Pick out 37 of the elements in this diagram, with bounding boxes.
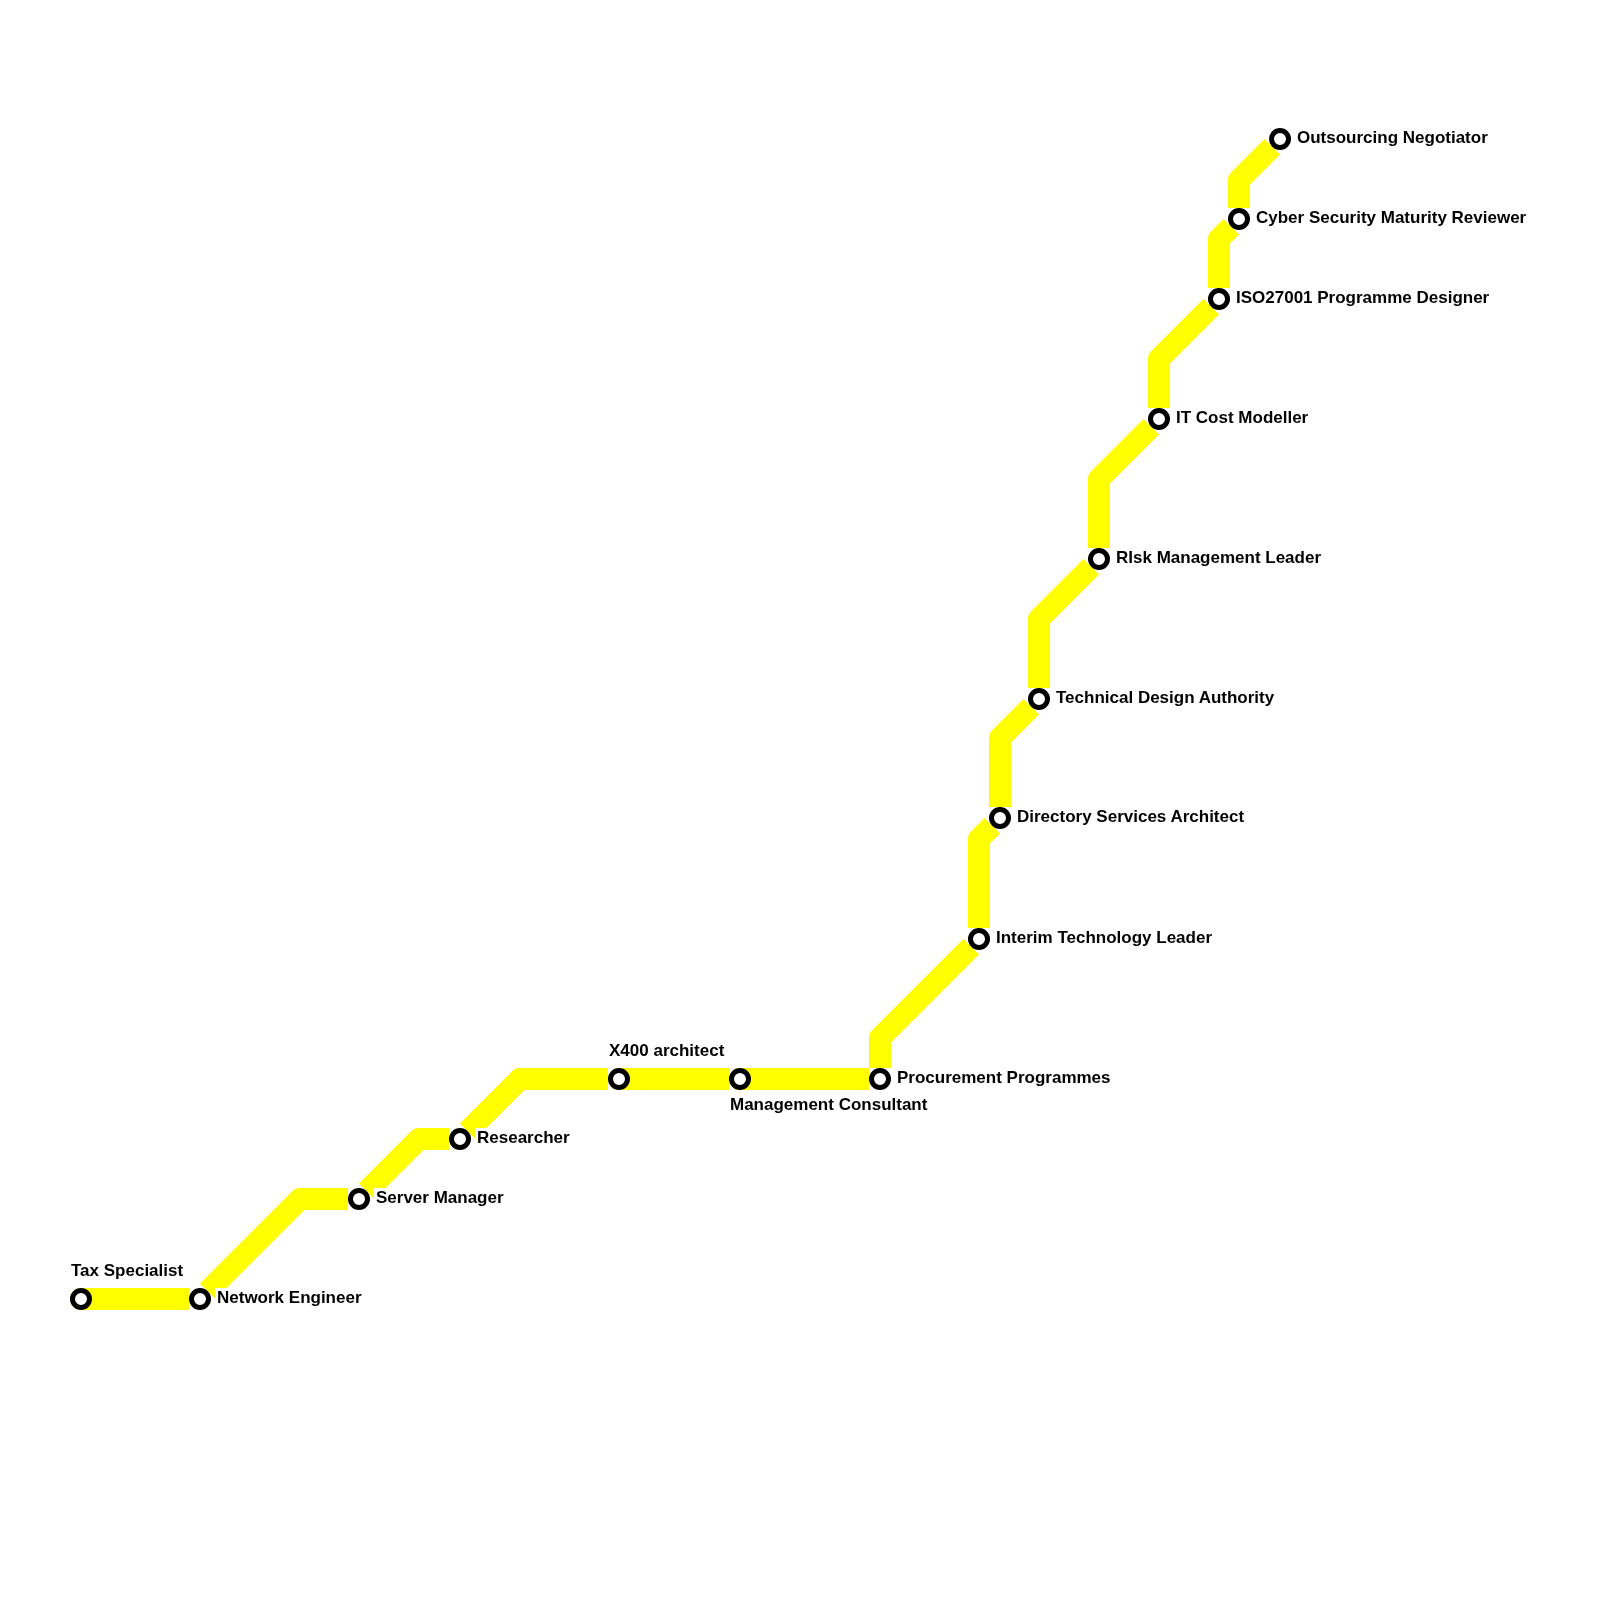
station-name: Server Manager bbox=[374, 1188, 506, 1208]
station-marker bbox=[1028, 688, 1050, 710]
route-line bbox=[359, 1128, 449, 1199]
route-line bbox=[1148, 299, 1219, 408]
route-line bbox=[989, 699, 1039, 807]
station-name: Directory Services Architect bbox=[1015, 807, 1247, 827]
route-line bbox=[460, 1068, 608, 1139]
station-marker bbox=[1208, 288, 1230, 310]
station-marker bbox=[449, 1128, 471, 1150]
station-name: Cyber Security Maturity Reviewer bbox=[1254, 208, 1529, 228]
station-name: Network Engineer bbox=[215, 1288, 364, 1308]
station-name: Tax Specialist bbox=[69, 1261, 186, 1281]
station-name: Technical Design Authority bbox=[1054, 688, 1277, 708]
route-line bbox=[200, 1188, 348, 1299]
station-marker bbox=[1228, 208, 1250, 230]
station-marker bbox=[1148, 408, 1170, 430]
station-marker bbox=[608, 1068, 630, 1090]
route-line bbox=[968, 818, 1000, 928]
station-marker bbox=[348, 1188, 370, 1210]
station-name: RIsk Management Leader bbox=[1114, 548, 1323, 568]
station-marker bbox=[869, 1068, 891, 1090]
station-marker bbox=[989, 807, 1011, 829]
station-name: Procurement Programmes bbox=[895, 1068, 1113, 1088]
station-name: Interim Technology Leader bbox=[994, 928, 1214, 948]
station-marker bbox=[729, 1068, 751, 1090]
route-line bbox=[869, 939, 979, 1068]
station-name: ISO27001 Programme Designer bbox=[1234, 288, 1492, 308]
station-name: Outsourcing Negotiator bbox=[1295, 128, 1490, 148]
route-line bbox=[1208, 219, 1239, 288]
station-name: Management Consultant bbox=[728, 1095, 930, 1115]
station-marker bbox=[70, 1288, 92, 1310]
route-line bbox=[1028, 559, 1099, 688]
station-marker bbox=[1088, 548, 1110, 570]
station-marker bbox=[189, 1288, 211, 1310]
route-line bbox=[1088, 419, 1159, 548]
station-marker bbox=[968, 928, 990, 950]
station-marker bbox=[1269, 128, 1291, 150]
